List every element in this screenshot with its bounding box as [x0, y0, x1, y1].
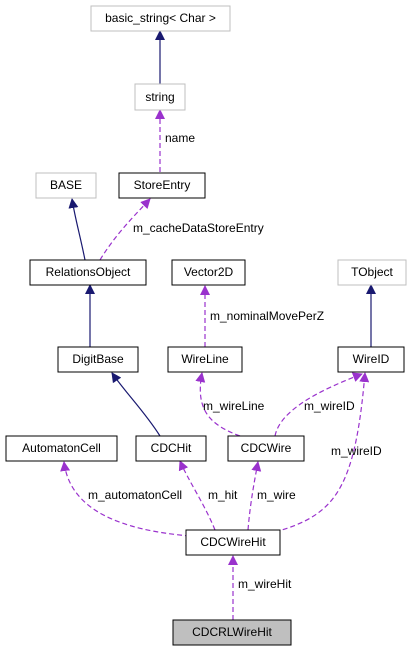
edge-label-wire-id-cdcwire: m_wireID — [304, 399, 355, 413]
node-label-wire-id: WireID — [353, 352, 390, 366]
edge-label-hit: m_hit — [208, 488, 238, 502]
edge-cdcwire-wireid — [274, 372, 363, 437]
edge-label-name: name — [165, 131, 195, 145]
node-label-automaton-cell: AutomatonCell — [22, 441, 101, 455]
edge-label-wire-hit: m_wireHit — [238, 577, 292, 591]
node-label-store-entry: StoreEntry — [134, 178, 191, 192]
node-digit-base[interactable]: DigitBase — [57, 346, 139, 373]
node-cdc-wire-hit[interactable]: CDCWireHit — [185, 529, 281, 556]
node-label-tobject: TObject — [351, 265, 393, 279]
node-label-basic-string: basic_string< Char > — [105, 11, 216, 25]
edge-label-automaton-cell: m_automatonCell — [88, 488, 182, 502]
node-label-cdc-wire-hit: CDCWireHit — [200, 535, 266, 549]
edge-cdchit-to-digitbase — [111, 372, 161, 437]
edge-cdcwirehit-wireid — [274, 372, 370, 533]
node-tobject: TObject — [337, 259, 407, 286]
node-store-entry[interactable]: StoreEntry — [118, 172, 206, 199]
node-relations-object[interactable]: RelationsObject — [29, 259, 147, 286]
node-string: string — [134, 83, 186, 111]
edge-cdcwire-wireline — [195, 372, 241, 437]
edge-cdcwirehit-automatoncell — [60, 461, 191, 537]
node-base: BASE — [35, 172, 97, 199]
node-wire-line[interactable]: WireLine — [167, 346, 243, 373]
edge-label-cache-data-store-entry: m_cacheDataStoreEntry — [133, 221, 264, 235]
node-label-relations-object: RelationsObject — [46, 265, 131, 279]
node-label-string: string — [145, 90, 174, 104]
edge-relationsobject-to-base — [68, 198, 86, 261]
edge-cdcwirehit-cdchit — [178, 460, 216, 531]
node-wire-id[interactable]: WireID — [337, 346, 405, 373]
node-label-cdc-hit: CDCHit — [151, 441, 192, 455]
edge-label-wire-line: m_wireLine — [203, 399, 265, 413]
node-label-cdc-wire: CDCWire — [241, 441, 292, 455]
edge-relationsobject-cache-storeentry — [99, 198, 151, 261]
node-label-digit-base: DigitBase — [72, 352, 124, 366]
node-basic-string: basic_string< Char > — [90, 5, 231, 32]
node-vector2d[interactable]: Vector2D — [171, 259, 246, 286]
node-label-cdc-rl-wire-hit: CDCRLWireHit — [192, 625, 272, 639]
edge-label-nominal-move-per-z: m_nominalMovePerZ — [210, 309, 324, 323]
edge-label-wire-id-cdcwirehit: m_wireID — [331, 444, 382, 458]
edge-cdcwirehit-cdcwire — [247, 461, 262, 531]
node-label-base: BASE — [50, 178, 82, 192]
edge-label-wire: m_wire — [257, 488, 296, 502]
node-label-vector2d: Vector2D — [184, 265, 234, 279]
node-cdc-hit[interactable]: CDCHit — [135, 435, 207, 462]
node-label-wire-line: WireLine — [181, 352, 229, 366]
node-cdc-rl-wire-hit: CDCRLWireHit — [172, 619, 292, 646]
node-automaton-cell[interactable]: AutomatonCell — [5, 435, 118, 462]
node-cdc-wire[interactable]: CDCWire — [227, 435, 305, 462]
